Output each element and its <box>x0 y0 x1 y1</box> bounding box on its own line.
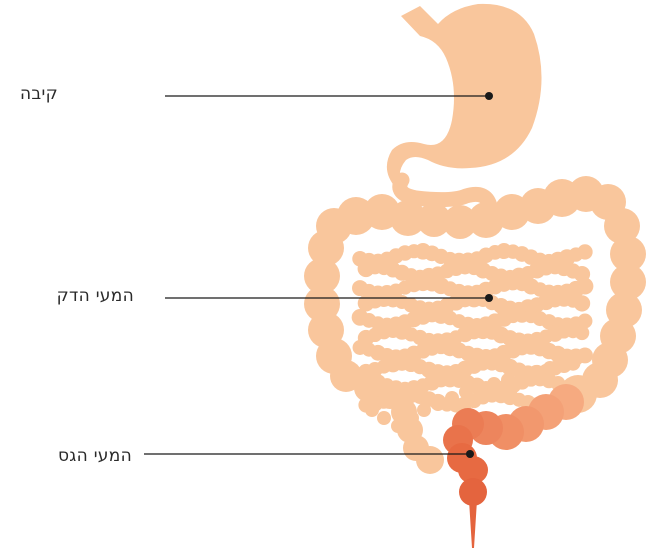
rectum-shape <box>458 456 488 548</box>
small-intestine-callout-dot <box>485 294 493 302</box>
large-intestine-label: המעי הגס <box>58 446 132 466</box>
stomach-callout-dot <box>485 92 493 100</box>
large-intestine-callout-dot <box>466 450 474 458</box>
stomach-label: קיבה <box>20 84 58 104</box>
stomach-callout <box>165 92 493 100</box>
small-intestine-label: המעי הדק <box>57 286 134 306</box>
